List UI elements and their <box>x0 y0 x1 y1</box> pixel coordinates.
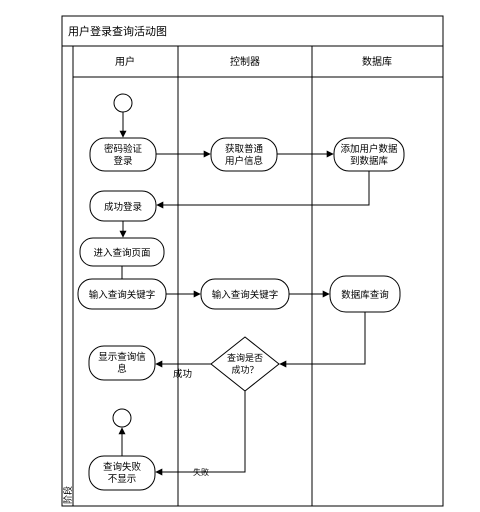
edge-add-data-to-login-success <box>156 171 370 209</box>
action-get-user-info-line1: 获取普通 <box>225 143 264 155</box>
edge-label-success: 成功 <box>173 368 192 380</box>
diagram-title: 用户登录查询活动图 <box>68 24 167 38</box>
action-password-login-line2: 登录 <box>113 156 133 167</box>
stage-label: 阶段 <box>62 486 74 504</box>
action-query-fail-line1: 查询失败 <box>103 461 142 473</box>
edge-db-to-decision <box>279 312 366 368</box>
action-login-success-label: 成功登录 <box>104 201 143 213</box>
action-db-query-label: 数据库查询 <box>341 289 389 301</box>
action-query-fail-line2: 不显示 <box>108 474 137 485</box>
lane-header-user: 用户 <box>115 55 135 68</box>
action-show-query-info-line2: 息 <box>117 363 127 375</box>
merge-node <box>112 408 132 428</box>
lane-header-database: 数据库 <box>362 55 392 68</box>
action-password-login-line1: 密码验证 <box>104 143 143 155</box>
action-input-keyword-user-label: 输入查询关键字 <box>89 289 156 301</box>
initial-node <box>113 93 133 113</box>
decision-query-success-line1: 查询是否 <box>227 352 263 364</box>
action-get-user-info-line2: 用户信息 <box>225 155 263 167</box>
edge-label-failure: 失败 <box>193 467 209 477</box>
lane-header-controller: 控制器 <box>230 55 260 68</box>
action-input-keyword-controller-label: 输入查询关键字 <box>212 289 279 301</box>
action-show-query-info-line1: 显示查询信 <box>98 351 146 363</box>
edge-decision-failure <box>155 391 246 476</box>
decision-query-success-line2: 成功？ <box>231 364 258 376</box>
action-add-user-data-line2: 到数据库 <box>350 155 389 167</box>
action-show-query-info <box>88 345 156 381</box>
action-enter-query-page-label: 进入查询页面 <box>93 247 150 259</box>
action-add-user-data-line1: 添加用户数据 <box>340 143 398 155</box>
